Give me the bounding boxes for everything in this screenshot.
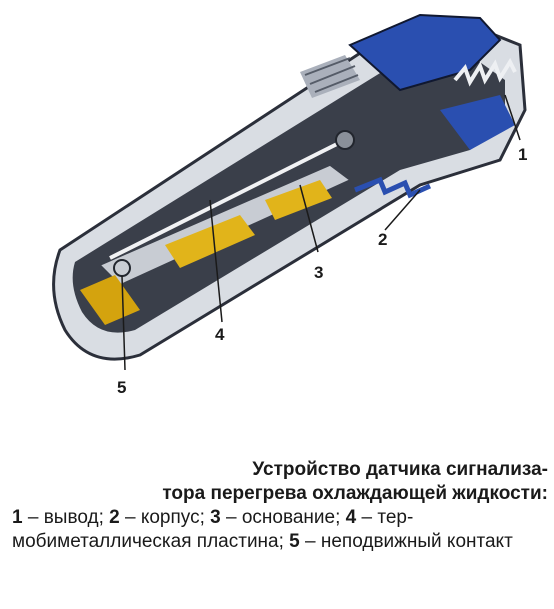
insulator	[80, 180, 332, 325]
callout-1: 1	[518, 145, 527, 164]
callout-2: 2	[378, 230, 387, 249]
legend-num-5: 5	[289, 531, 300, 552]
contact-screw	[113, 130, 355, 277]
callout-4: 4	[215, 325, 225, 344]
body-coil	[354, 176, 432, 199]
legend-text-1: – вывод;	[22, 507, 110, 528]
terminal-spring	[453, 57, 517, 87]
legend-num-4: 4	[345, 507, 357, 528]
legend-text-2: – корпус;	[119, 507, 211, 528]
legend-text-4: – тер­мобиметаллическая пластина;	[12, 507, 414, 552]
legend-num-3: 3	[210, 507, 221, 528]
legend-text-3: – основание;	[220, 507, 346, 528]
legend-num-2: 2	[109, 507, 120, 528]
caption-title-line1: Устройство датчика сигнализа-	[252, 459, 548, 480]
caption-legend: 1 – вывод; 2 – корпус; 3 – основание; 4 …	[12, 507, 513, 552]
caption-title-line2: тора перегрева охлаждающей жидкости:	[162, 483, 548, 504]
legend-text-5: – неподвиж­ный контакт	[299, 531, 513, 552]
figure-caption: Устройство датчика сигнализа- тора перег…	[12, 458, 548, 554]
callout-5: 5	[117, 378, 126, 397]
legend-num-1: 1	[12, 507, 23, 528]
callout-3: 3	[314, 263, 323, 282]
bimetal-strip	[109, 138, 346, 260]
sensor-cutaway-diagram: 1 2 3 4 5	[52, 13, 527, 397]
leader-lines	[121, 94, 521, 371]
